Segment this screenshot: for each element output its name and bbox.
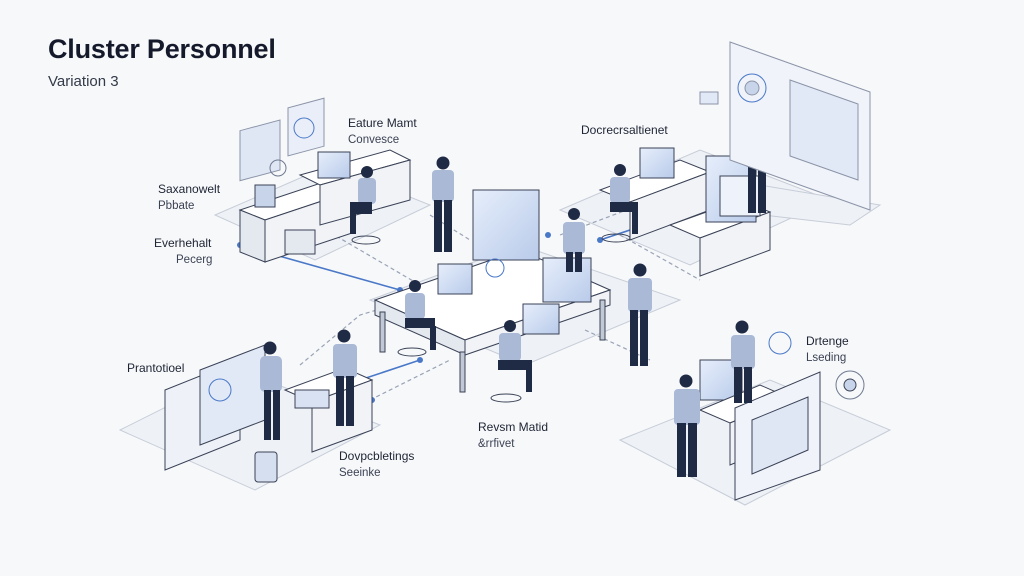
label-right-lower-line2: Lseding	[806, 352, 847, 364]
label-right-lower-line1: Drtenge	[806, 334, 849, 348]
person-seated-top-right	[601, 164, 638, 243]
workstation-top-right	[598, 147, 772, 277]
device	[254, 451, 278, 483]
workstation-bottom-right	[698, 331, 865, 501]
label-left-middle: Everhehalt Pecerg	[154, 235, 212, 269]
floating-panels-top-right	[699, 41, 871, 211]
workstation-bottom-left	[164, 344, 374, 483]
monitor	[317, 151, 351, 179]
label-left-lower: Prantotioel	[127, 360, 184, 377]
person-standing-bottom-left-man	[333, 329, 357, 426]
label-left-upper-line1: Saxanowelt	[158, 182, 221, 196]
workstation-center	[373, 189, 612, 393]
label-top-center-line1: Eature Mamt	[348, 116, 417, 130]
large-display	[472, 189, 540, 261]
label-bottom-left-line2: Seeinke	[339, 467, 381, 479]
label-bottom-left-line1: Dovpcbletings	[339, 449, 415, 463]
label-left-upper: Saxanowelt Pbbate	[158, 181, 220, 215]
person-standing-bottom-right-front	[674, 374, 700, 477]
floating-panels-top-left	[239, 97, 325, 182]
page-subtitle: Variation 3	[48, 73, 119, 90]
person-standing-bottom-right-top	[731, 320, 755, 403]
person-seated-center-left	[397, 280, 436, 357]
person-standing-bottom-left-woman	[260, 341, 282, 440]
person-seated-center-bottom	[490, 320, 532, 403]
monitor	[437, 263, 473, 295]
label-right-lower: Drtenge Lseding	[806, 333, 849, 367]
label-top-center-line2: Convesce	[348, 134, 400, 146]
label-top-right: Docrecrsaltienet	[581, 122, 668, 139]
person-standing-top-center	[432, 156, 454, 252]
monitor	[639, 147, 675, 179]
label-left-lower-line1: Prantotioel	[127, 361, 185, 375]
label-left-middle-line1: Everhehalt	[154, 236, 212, 250]
label-top-center: Eature Mamt Convesce	[348, 115, 417, 149]
person-standing-center-right	[628, 263, 652, 366]
workstation-top-left	[238, 149, 412, 263]
label-top-right-line1: Docrecrsaltienet	[581, 123, 668, 137]
label-left-middle-line2: Pecerg	[176, 254, 213, 266]
label-bottom-center-line2: &rrfivet	[478, 438, 515, 450]
person-seated-top-left	[350, 166, 381, 245]
label-bottom-center-line1: Revsm Matid	[478, 420, 549, 434]
device	[254, 184, 276, 208]
label-bottom-center: Revsm Matid &rrfivet	[478, 419, 548, 453]
label-left-upper-line2: Pbbate	[158, 200, 195, 212]
label-bottom-left: Dovpcbletings Seeinke	[339, 448, 414, 482]
page-title: Cluster Personnel	[48, 34, 276, 64]
person-standing-center-top	[563, 208, 585, 272]
monitor	[522, 303, 560, 335]
